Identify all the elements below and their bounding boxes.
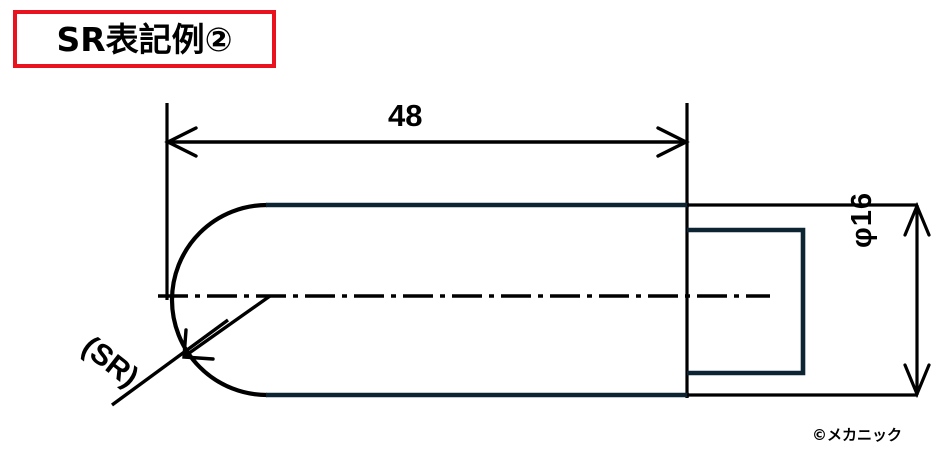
arrowhead-phi16-top [903,201,931,237]
sr-text-underline [110,318,230,407]
dimension-label-phi16: φ16 [846,191,878,248]
sr-leader-line [184,294,271,358]
sr-leader-arrowhead [182,328,215,361]
arrowhead-phi16-bottom [903,363,931,399]
arrowhead-48-right [656,126,690,158]
rounded-end-arc [169,202,268,398]
inner-step-rectangle [687,227,806,376]
title-box: SR表記例② [13,10,276,68]
credit-text: ©メカニック [812,426,903,444]
arrowhead-48-left [164,126,198,158]
dimension-label-48: 48 [388,98,423,133]
title-text: SR表記例② [56,19,233,59]
